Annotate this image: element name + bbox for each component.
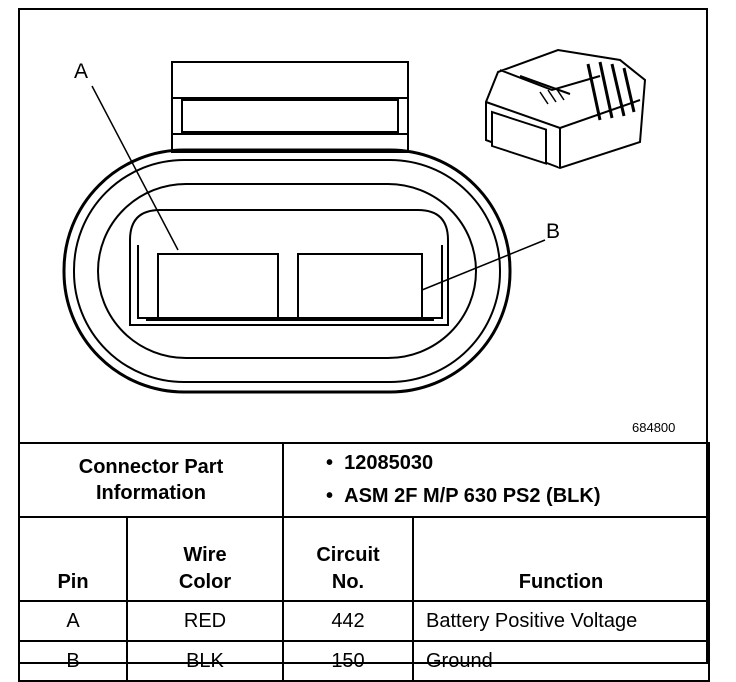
wire-color-cell: RED <box>126 600 284 642</box>
callout-a-label: A <box>74 60 89 83</box>
connector-latch <box>171 61 409 153</box>
function-cell: Ground <box>411 640 711 682</box>
connector-info-title-line2: Information <box>96 482 206 504</box>
connector-info-list: • 12085030 • ASM 2F M/P 630 PS2 (BLK) <box>281 442 711 518</box>
circuit-cell: 442 <box>282 600 414 642</box>
header-function: Function <box>411 516 711 602</box>
function-cell: Battery Positive Voltage <box>411 600 711 642</box>
connector-info-title-line1: Connector Part <box>78 456 224 478</box>
callout-b-leader <box>421 239 546 291</box>
connector-diagram <box>62 48 647 394</box>
table-header-row: Pin Wire Color Circuit No. Function <box>18 516 711 602</box>
connector-info-item: • ASM 2F M/P 630 PS2 (BLK) <box>326 485 601 507</box>
pin-a-cavity <box>157 253 279 319</box>
connector-body <box>62 148 512 394</box>
connector-info-item: • 12085030 <box>326 452 434 474</box>
connector-table: Connector Part Information • 12085030 • … <box>18 442 711 682</box>
circuit-cell: 150 <box>282 640 414 682</box>
pin-cell: A <box>18 600 128 642</box>
connector-isometric-icon <box>485 48 647 170</box>
wire-color-cell: BLK <box>126 640 284 682</box>
pin-b-cavity <box>297 253 423 319</box>
table-row: B BLK 150 Ground <box>18 640 711 682</box>
header-wire-color: Wire Color <box>126 516 284 602</box>
callout-a-leader <box>91 85 179 251</box>
pin-cell: B <box>18 640 128 682</box>
table-row: A RED 442 Battery Positive Voltage <box>18 600 711 642</box>
connector-info-row: Connector Part Information • 12085030 • … <box>18 442 711 518</box>
header-circuit-no: Circuit No. <box>282 516 414 602</box>
figure-number: 684800 <box>632 420 676 435</box>
callout-b-label: B <box>546 220 561 243</box>
connector-info-title: Connector Part Information <box>18 442 284 518</box>
header-pin: Pin <box>18 516 128 602</box>
